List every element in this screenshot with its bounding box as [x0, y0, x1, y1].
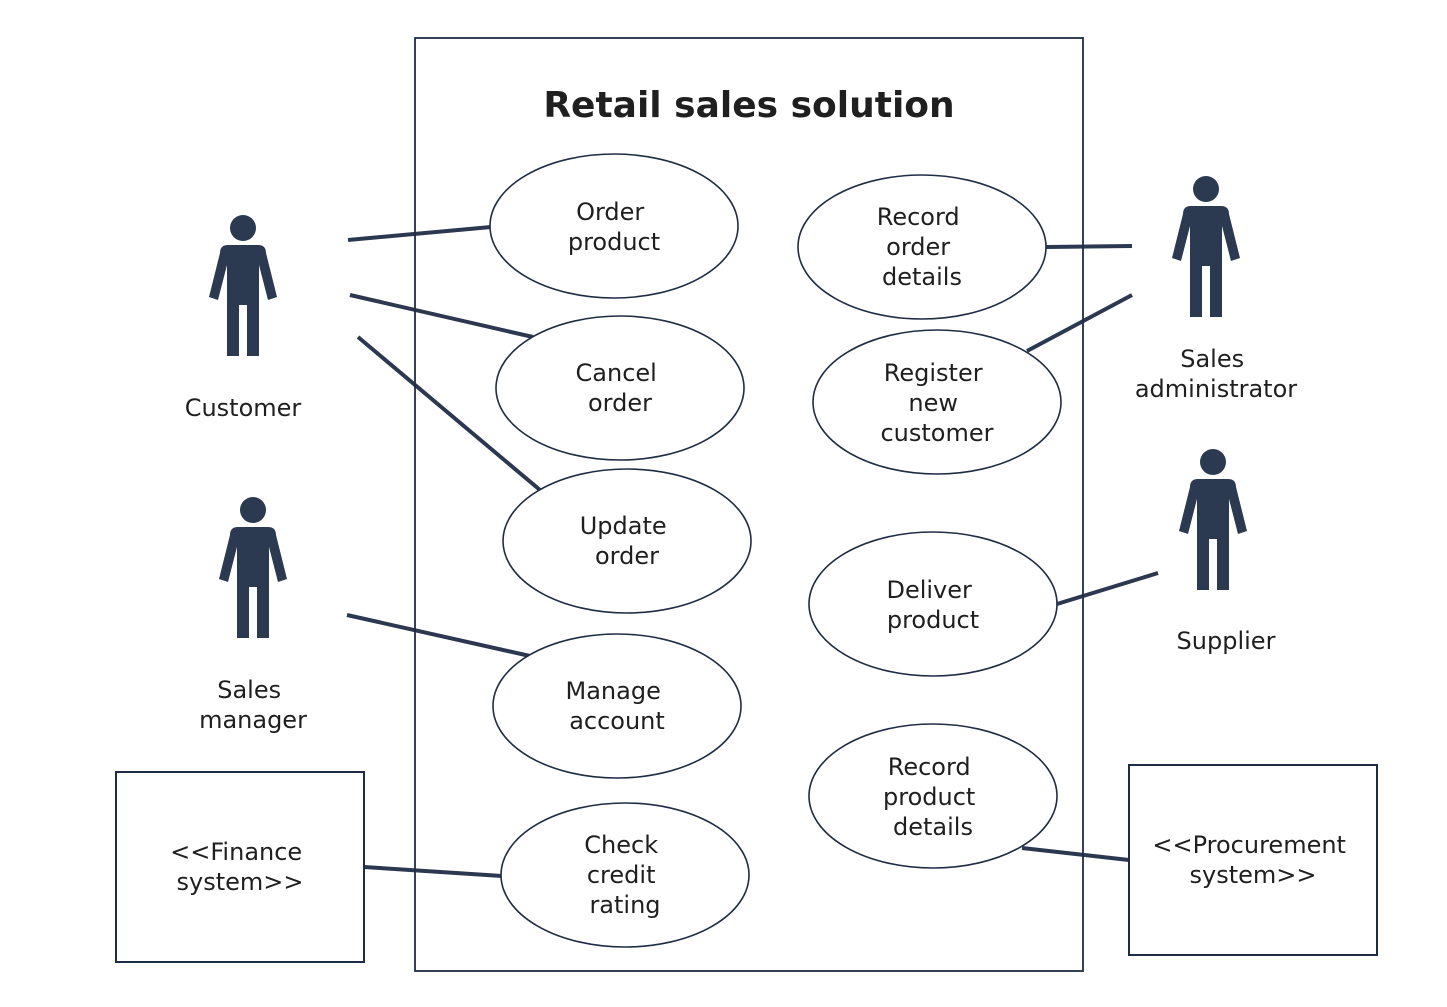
use-case-label: Record order details	[877, 203, 968, 291]
use-case-label: Manage account	[566, 677, 669, 735]
use-case-record-order-details[interactable]: Record order details	[797, 174, 1047, 320]
label-line: manager	[199, 706, 307, 734]
use-case-order-product[interactable]: Order product	[489, 153, 739, 299]
actor-sales-administrator[interactable]: Sales administrator	[1135, 176, 1297, 403]
actor-customer[interactable]: Customer	[185, 215, 302, 422]
stick-figure-icon	[1179, 449, 1247, 590]
association-sales-admin-register-new-customer	[1026, 293, 1133, 353]
association-sales-admin-record-order-details	[1045, 244, 1133, 249]
label-line: system>>	[177, 868, 304, 896]
system-boundary-box	[414, 37, 1084, 972]
use-case-label: Update order	[580, 512, 675, 570]
use-case-ellipse[interactable]	[495, 315, 745, 461]
label-line: product	[883, 783, 975, 811]
label-line: Record	[888, 753, 971, 781]
association-procurement-record-product-details	[1021, 846, 1130, 862]
actor-label: Sales manager	[199, 676, 307, 734]
label-line: <<Finance	[170, 838, 302, 866]
label-line: Deliver	[886, 576, 972, 604]
use-case-ellipse[interactable]	[500, 802, 750, 948]
label-line: order	[588, 389, 652, 417]
label-line: Sales	[217, 676, 281, 704]
actor-label: Sales administrator	[1135, 345, 1297, 403]
stick-figure-icon	[219, 497, 287, 638]
label-line: order	[595, 542, 659, 570]
label-line: Cancel	[576, 359, 657, 387]
label-line: order	[886, 233, 950, 261]
label-line: customer	[880, 419, 993, 447]
use-case-label: Check credit rating	[584, 831, 665, 919]
external-system-label: <<Finance system>>	[170, 838, 310, 896]
label-line: system>>	[1190, 861, 1317, 889]
label-line: Customer	[185, 394, 302, 422]
use-case-update-order[interactable]: Update order	[502, 468, 752, 614]
external-system-box[interactable]	[115, 771, 365, 963]
label-line: <<Procurement	[1152, 831, 1346, 859]
use-case-record-product-details[interactable]: Record product details	[808, 723, 1058, 869]
label-line: rating	[589, 891, 660, 919]
use-case-label: Register new customer	[880, 359, 993, 447]
use-case-cancel-order[interactable]: Cancel order	[495, 315, 745, 461]
use-case-ellipse[interactable]	[489, 153, 739, 299]
label-line: product	[887, 606, 979, 634]
association-customer-update-order	[356, 335, 542, 492]
label-line: Record	[877, 203, 960, 231]
association-customer-cancel-order	[349, 293, 534, 339]
actor-sales-manager[interactable]: Sales manager	[199, 497, 307, 734]
association-customer-order-product	[347, 225, 492, 242]
external-system-finance[interactable]: <<Finance system>>	[115, 771, 365, 963]
use-case-ellipse[interactable]	[812, 329, 1062, 475]
use-case-label: Deliver product	[886, 576, 979, 634]
use-case-check-credit-rating[interactable]: Check credit rating	[500, 802, 750, 948]
external-system-box[interactable]	[1128, 764, 1378, 956]
stick-figure-icon	[1172, 176, 1240, 317]
use-case-label: Cancel order	[576, 359, 665, 417]
actor-label: Customer	[185, 394, 302, 422]
label-line: Update	[580, 512, 667, 540]
label-line: details	[882, 263, 962, 291]
association-finance-check-credit-rating	[363, 865, 503, 878]
use-case-ellipse[interactable]	[808, 531, 1058, 677]
association-supplier-deliver-product	[1056, 571, 1159, 606]
use-case-deliver-product[interactable]: Deliver product	[808, 531, 1058, 677]
associations	[346, 225, 1159, 878]
label-line: Register	[884, 359, 983, 387]
use-case-manage-account[interactable]: Manage account	[492, 633, 742, 779]
system-title: Retail sales solution	[543, 85, 954, 126]
use-case-ellipse[interactable]	[492, 633, 742, 779]
label-line: Sales	[1180, 345, 1244, 373]
external-system-procurement[interactable]: <<Procurement system>>	[1128, 764, 1378, 956]
label-line: Manage	[566, 677, 661, 705]
use-case-ellipse[interactable]	[797, 174, 1047, 320]
label-line: Order	[576, 198, 644, 226]
system-boundary: Retail sales solution	[414, 37, 1084, 972]
use-case-ellipse[interactable]	[502, 468, 752, 614]
use-case-register-new-customer[interactable]: Register new customer	[812, 329, 1062, 475]
label-line: Check	[584, 831, 658, 859]
label-line: new	[908, 389, 958, 417]
use-case-label: Record product details	[883, 753, 983, 841]
association-sales-manager-manage-account	[346, 613, 531, 658]
label-line: administrator	[1135, 375, 1297, 403]
actor-supplier[interactable]: Supplier	[1177, 449, 1276, 655]
actor-label: Supplier	[1177, 627, 1276, 655]
label-line: product	[568, 228, 660, 256]
external-system-label: <<Procurement system>>	[1152, 831, 1353, 889]
use-case-label: Order product	[568, 198, 660, 256]
label-line: Supplier	[1177, 627, 1276, 655]
label-line: account	[569, 707, 665, 735]
use-case-ellipse[interactable]	[808, 723, 1058, 869]
stick-figure-icon	[209, 215, 277, 356]
label-line: details	[893, 813, 973, 841]
label-line: credit	[587, 861, 656, 889]
